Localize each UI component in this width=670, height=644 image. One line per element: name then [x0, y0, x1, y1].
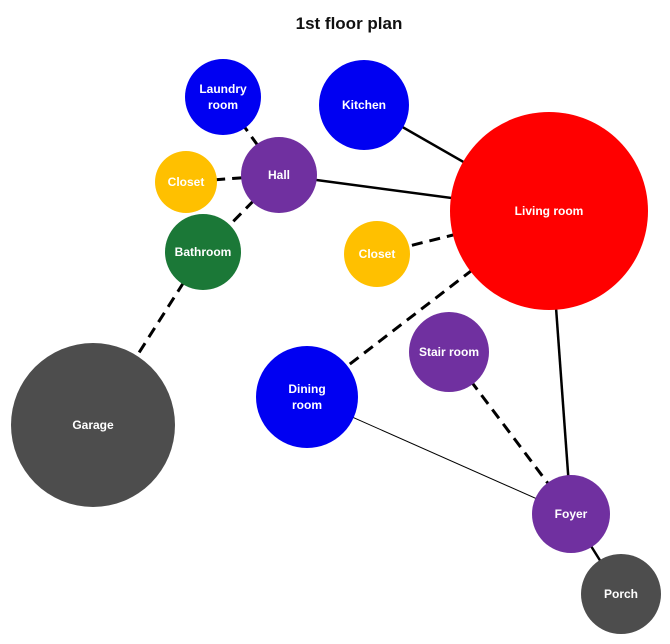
node-closet-left: Closet — [155, 151, 217, 213]
node-garage-circle — [11, 343, 175, 507]
node-bathroom: Bathroom — [165, 214, 241, 290]
node-closet-mid: Closet — [344, 221, 410, 287]
node-closet-left-label: Closet — [168, 175, 205, 189]
node-stair-circle — [409, 312, 489, 392]
node-kitchen-circle — [319, 60, 409, 150]
node-closet-mid-circle — [344, 221, 410, 287]
node-dining-circle — [256, 346, 358, 448]
node-living-circle — [450, 112, 648, 310]
node-dining: Dining room — [256, 346, 358, 448]
node-dining-label: Dining — [288, 382, 325, 396]
node-hall: Hall — [241, 137, 317, 213]
node-foyer-label: Foyer — [555, 507, 588, 521]
node-porch-circle — [581, 554, 661, 634]
node-closet-left-circle — [155, 151, 217, 213]
node-bathroom-circle — [165, 214, 241, 290]
node-garage: Garage — [11, 343, 175, 507]
node-foyer-circle — [532, 475, 610, 553]
node-kitchen-label: Kitchen — [342, 98, 386, 112]
node-hall-label: Hall — [268, 168, 290, 182]
node-closet-mid-label: Closet — [359, 247, 396, 261]
node-dining-label: room — [292, 398, 322, 412]
node-living-label: Living room — [515, 204, 584, 218]
node-porch-label: Porch — [604, 587, 638, 601]
diagram-title: 1st floor plan — [295, 14, 403, 33]
node-living: Living room — [450, 112, 648, 310]
node-laundry-label: room — [208, 98, 238, 112]
node-kitchen: Kitchen — [319, 60, 409, 150]
node-laundry-circle — [185, 59, 261, 135]
node-foyer: Foyer — [532, 475, 610, 553]
node-stair-label: Stair room — [419, 345, 479, 359]
node-laundry-label: Laundry — [199, 82, 247, 96]
node-stair: Stair room — [409, 312, 489, 392]
node-garage-label: Garage — [72, 418, 114, 432]
node-porch: Porch — [581, 554, 661, 634]
node-bathroom-label: Bathroom — [175, 245, 232, 259]
node-laundry: Laundry room — [185, 59, 261, 135]
node-hall-circle — [241, 137, 317, 213]
